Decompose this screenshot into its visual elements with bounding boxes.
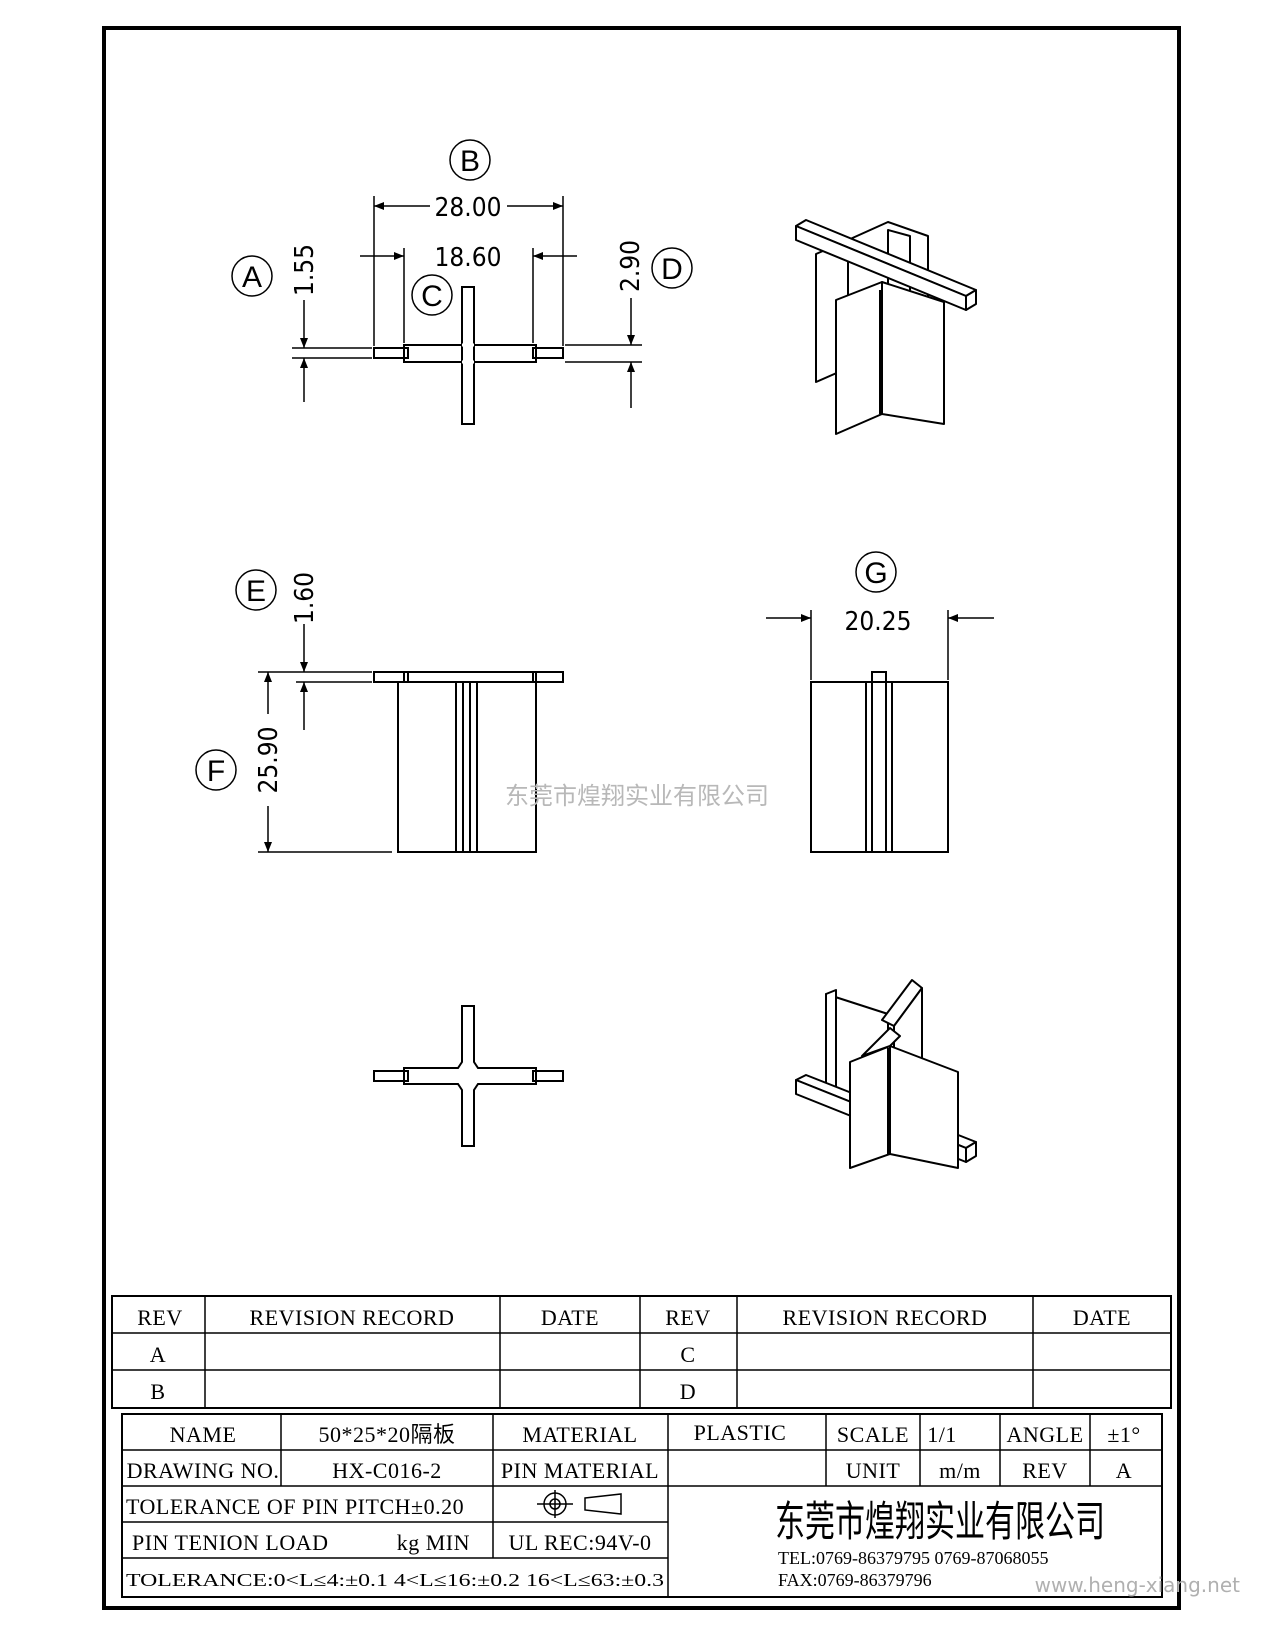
dimension-f-value: 25.90 xyxy=(254,727,284,794)
angle-value: ±1° xyxy=(1107,1422,1140,1447)
drawing-no-label: DRAWING NO. xyxy=(127,1458,280,1483)
rev-row-c: C xyxy=(680,1342,695,1367)
isometric-view-top xyxy=(795,219,977,435)
date-header-left: DATE xyxy=(541,1305,599,1330)
company-tel: TEL:0769-86379795 0769-87068055 xyxy=(778,1548,1048,1568)
material-value: PLASTIC xyxy=(694,1420,787,1445)
balloon-f xyxy=(195,749,237,791)
drawing-no-value: HX-C016-2 xyxy=(332,1458,442,1483)
company-fax: FAX:0769-86379796 xyxy=(778,1570,932,1590)
dimension-c-value: 18.60 xyxy=(435,243,502,273)
name-value: 50*25*20隔板 xyxy=(318,1422,455,1447)
balloon-b-label: B xyxy=(460,145,480,178)
revision-table-text: REV REVISION RECORD DATE REV REVISION RE… xyxy=(137,1305,1131,1404)
isometric-view-bottom xyxy=(795,979,977,1169)
balloon-b xyxy=(449,139,491,181)
ul-rec: UL REC:94V-0 xyxy=(508,1530,651,1555)
revision-record-header-left: REVISION RECORD xyxy=(250,1305,455,1330)
dimension-c: 18.60 C xyxy=(411,243,502,316)
dimension-g: G 20.25 xyxy=(845,551,912,637)
projection-symbol-icon xyxy=(537,1490,622,1518)
balloon-c-label: C xyxy=(421,280,443,313)
dimension-a: A 1.55 xyxy=(231,244,320,297)
dimension-a-value: 1.55 xyxy=(290,244,320,296)
side-view xyxy=(766,610,994,853)
dimension-b: B 28.00 xyxy=(435,139,502,223)
unit-value: m/m xyxy=(939,1458,981,1483)
dimension-b-value: 28.00 xyxy=(435,193,502,223)
pin-pitch-tolerance: TOLERANCE OF PIN PITCH±0.20 xyxy=(126,1494,464,1519)
sheet-border xyxy=(102,26,1181,1610)
rev-row-a: A xyxy=(150,1342,166,1367)
pin-material-label: PIN MATERIAL xyxy=(501,1458,659,1483)
scale-label: SCALE xyxy=(837,1422,909,1447)
angle-label: ANGLE xyxy=(1006,1422,1083,1447)
balloon-a-label: A xyxy=(242,261,262,294)
dimension-g-value: 20.25 xyxy=(845,607,912,637)
title-block-text: NAME 50*25*20隔板 MATERIAL PLASTIC SCALE 1… xyxy=(126,1420,1140,1590)
balloon-e xyxy=(235,569,277,611)
front-view xyxy=(258,624,564,853)
company-name: 东莞市煌翔实业有限公司 xyxy=(775,1497,1105,1546)
rev-row-d: D xyxy=(680,1379,696,1404)
name-label: NAME xyxy=(170,1422,237,1447)
title-block xyxy=(121,1413,1163,1598)
rev-header-right: REV xyxy=(665,1305,711,1330)
dimension-e: E 1.60 xyxy=(235,569,320,624)
balloon-a xyxy=(231,255,273,297)
balloon-g-label: G xyxy=(864,557,887,590)
unit-label: UNIT xyxy=(846,1458,901,1483)
dimension-e-value: 1.60 xyxy=(290,572,320,624)
material-label: MATERIAL xyxy=(522,1422,637,1447)
revision-record-header-right: REVISION RECORD xyxy=(783,1305,988,1330)
dimension-f: F 25.90 xyxy=(195,727,284,794)
rev-row-b: B xyxy=(150,1379,165,1404)
top-view xyxy=(292,196,642,425)
balloon-e-label: E xyxy=(246,575,266,608)
tolerance-line: TOLERANCE:0<L≤4:±0.1 4<L≤16:±0.2 16<L≤63… xyxy=(126,1570,664,1590)
dimension-d-value: 2.90 xyxy=(616,240,646,292)
rev-value: A xyxy=(1116,1458,1132,1483)
pin-tenion-unit: kg MIN xyxy=(397,1530,470,1555)
rev-header-left: REV xyxy=(137,1305,183,1330)
balloon-d xyxy=(651,247,693,289)
dimension-d: 2.90 D xyxy=(616,240,693,292)
bottom-view xyxy=(373,1005,564,1147)
scale-value: 1/1 xyxy=(927,1422,957,1447)
balloon-f-label: F xyxy=(207,755,225,788)
balloon-c xyxy=(411,274,453,316)
pin-tenion-label: PIN TENION LOAD xyxy=(132,1530,329,1555)
website-watermark: www.heng-xiang.net xyxy=(1035,1573,1241,1597)
rev-label: REV xyxy=(1022,1458,1068,1483)
date-header-right: DATE xyxy=(1073,1305,1131,1330)
revision-table xyxy=(111,1295,1172,1409)
balloon-d-label: D xyxy=(661,253,683,286)
balloon-g xyxy=(855,551,897,593)
watermark-text: 东莞市煌翔实业有限公司 xyxy=(505,782,769,810)
